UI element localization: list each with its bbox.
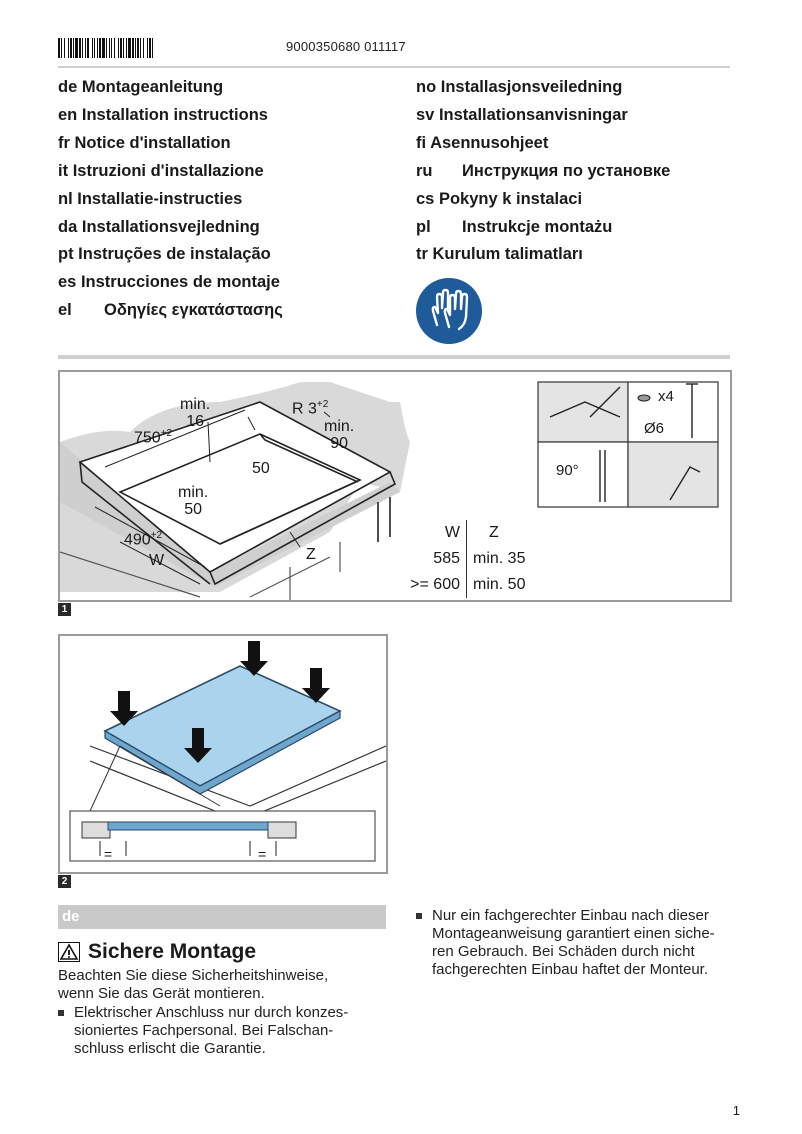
dim-z: Z [306, 546, 316, 563]
wz-table: W Z 585 min. 35 >= 600 min. 50 [398, 520, 569, 598]
drill-diameter: Ø6 [644, 420, 665, 437]
table-cell: 585 [433, 550, 460, 567]
figure-1-number: 1 [58, 603, 71, 616]
table-cell: >= 600 [410, 576, 460, 593]
figure-2-insert-hob: = = [58, 634, 388, 874]
dim-min-90: min.90 [324, 418, 355, 452]
cutout-drawing [59, 381, 719, 600]
section-language-code: de [62, 908, 80, 925]
dim-radius: R 3+2 [292, 399, 329, 418]
lang-da: da Installationsvejledning [58, 218, 260, 236]
dim-750: 750+2 [134, 428, 173, 447]
section-intro: Beachten Sie diese Sicherheitshinweise, … [58, 967, 329, 1002]
dim-50: 50 [252, 460, 270, 477]
dim-min-50: min.50 [178, 484, 209, 518]
screws-count: x4 [658, 388, 674, 405]
equal-gap-left: = [104, 846, 113, 862]
dim-min-16: min.16 [180, 396, 211, 430]
lang-tr: tr Kurulum talimatları [416, 245, 583, 263]
lang-es: es Instrucciones de montaje [58, 273, 280, 291]
bullet-electrical: Elektrischer Anschluss nur durch konzes-… [58, 1004, 348, 1058]
insert-hob-drawing [69, 641, 387, 862]
lang-fi: fi Asennusohjeet [416, 134, 549, 152]
lang-pt: pt Instruções de instalação [58, 245, 271, 263]
figure-1-cutout-dimensions: min.16 R 3+2 750+2 min.90 50 min.50 490+… [58, 370, 732, 602]
bullet-proper-installation: Nur ein fachgerechter Einbau nach dieser… [416, 907, 715, 979]
lang-no: no Installasjonsveiledning [416, 78, 623, 96]
lang-nl: nl Installatie-instructies [58, 190, 243, 208]
table-cell: min. 50 [466, 572, 525, 598]
table-header-z: Z [466, 520, 569, 546]
document-number: 9000350680 011117 [286, 39, 406, 54]
lang-de: de Montageanleitung [58, 78, 224, 96]
lang-cs: cs Pokyny k instalaci [416, 190, 583, 208]
lang-sv: sv Installationsanvisningar [416, 106, 628, 124]
dim-490: 490+2 [124, 530, 163, 549]
barcode [58, 38, 234, 58]
equal-gap-right: = [258, 846, 267, 862]
page-number: 1 [732, 1103, 740, 1118]
section-language-bar: de [58, 905, 386, 929]
table-cell: min. 35 [466, 546, 525, 572]
dim-w: W [149, 552, 165, 569]
angle-90: 90° [556, 462, 579, 479]
header-divider [58, 66, 730, 68]
section-divider [58, 355, 730, 359]
wear-gloves-icon [416, 278, 482, 344]
lang-it: it Istruzioni d'installazione [58, 162, 264, 180]
lang-en: en Installation instructions [58, 106, 268, 124]
lang-fr: fr Notice d'installation [58, 134, 231, 152]
section-title-text: Sichere Montage [88, 940, 257, 963]
figure-2-number: 2 [58, 875, 71, 888]
table-header-w: W [444, 524, 460, 541]
warning-icon [58, 942, 80, 962]
section-title: Sichere Montage [58, 940, 256, 964]
